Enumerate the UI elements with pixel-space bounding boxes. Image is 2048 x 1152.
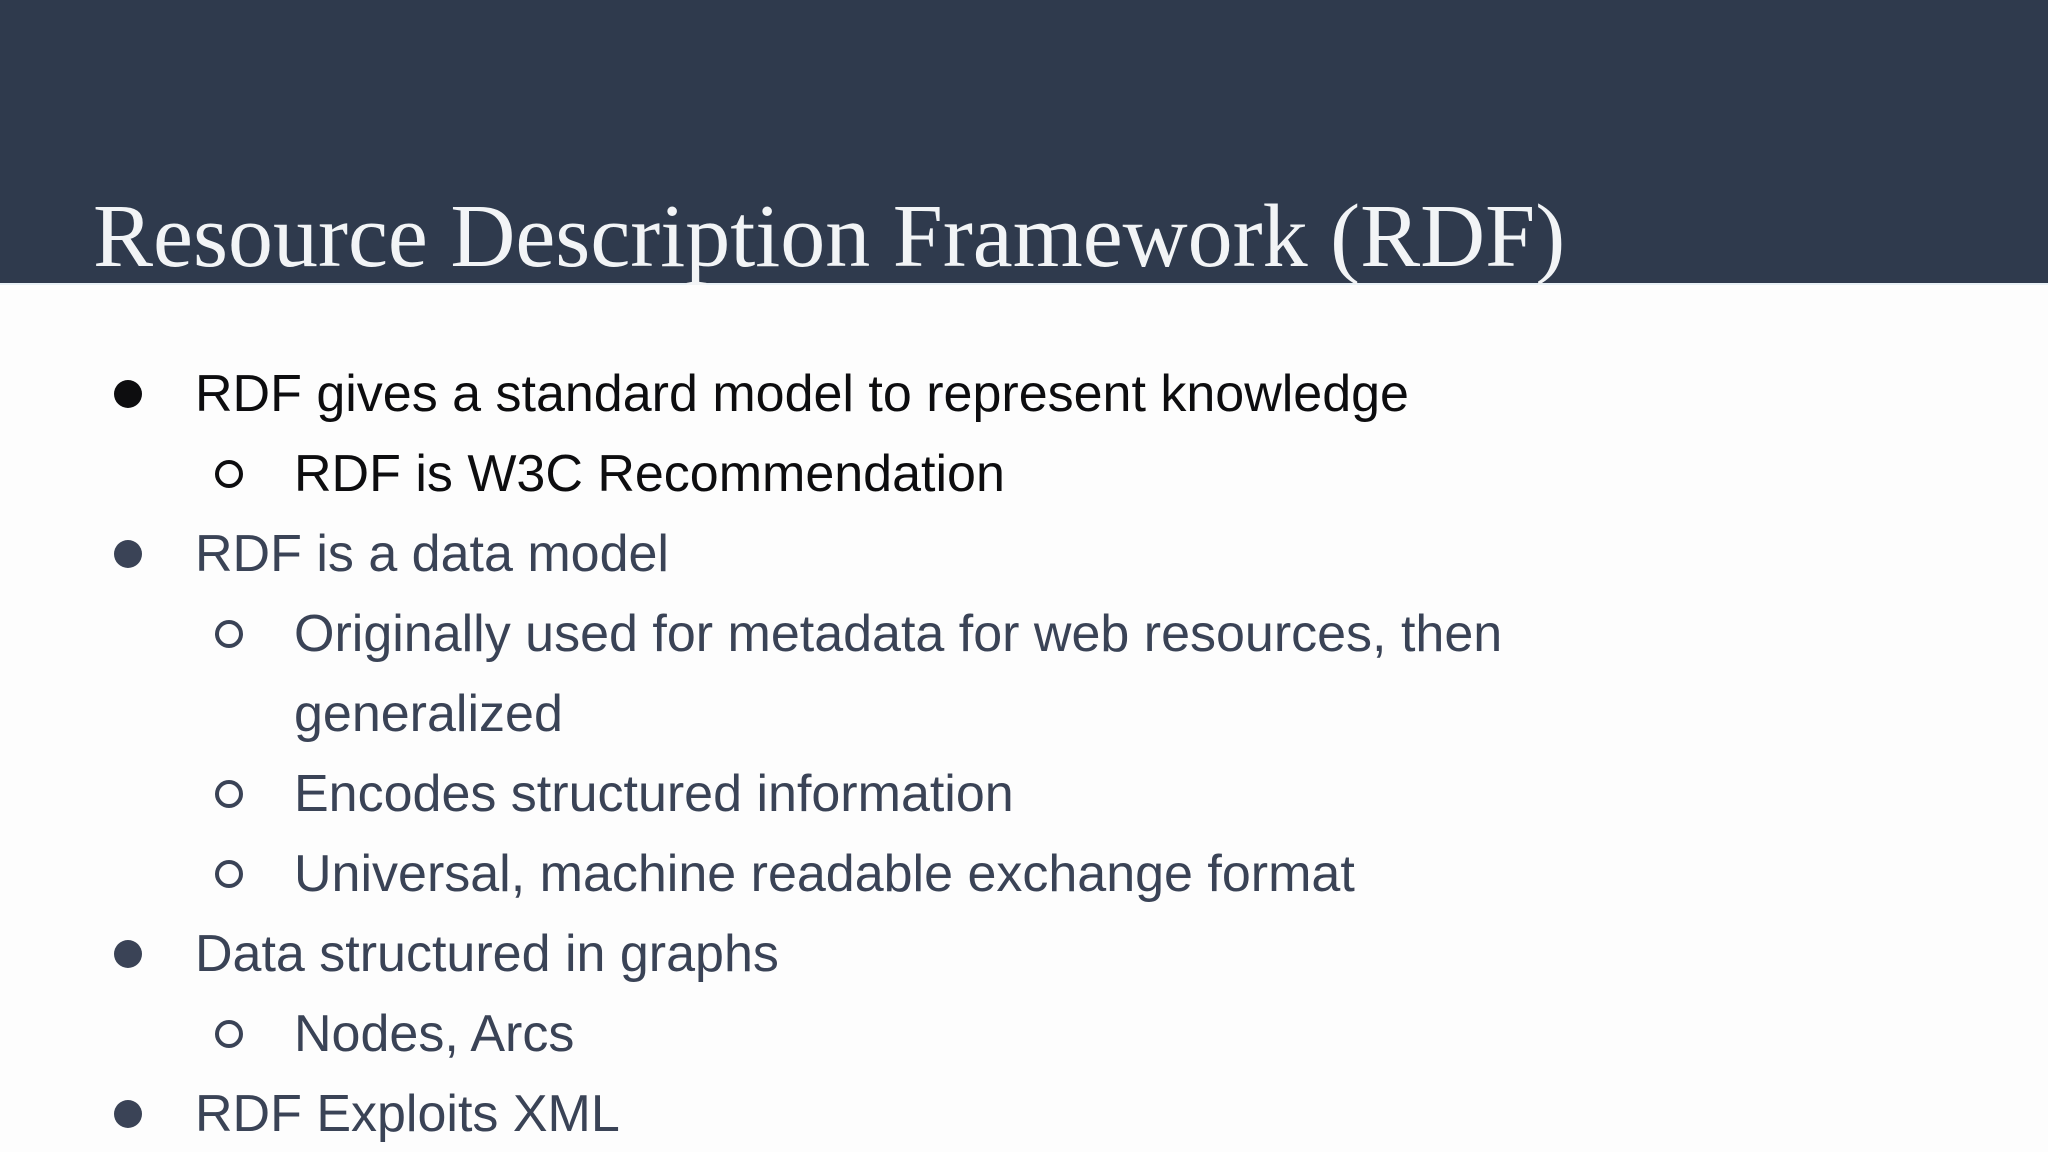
bullet-list: RDF gives a standard model to represent … (0, 354, 2048, 1152)
bullet-circle-icon (215, 1020, 243, 1048)
bullet-item: RDF Exploits XML (0, 1074, 2048, 1152)
bullet-text: Encodes structured information (294, 765, 1014, 823)
title-band: Resource Description Framework (RDF) (0, 0, 2048, 285)
bullet-text: Originally used for metadata for web res… (294, 605, 1503, 743)
bullet-text: Universal, machine readable exchange for… (294, 845, 1355, 903)
bullet-text: Data structured in graphs (195, 925, 779, 983)
bullet-text: RDF is a data model (195, 525, 669, 583)
bullet-circle-icon (215, 620, 243, 648)
slide-title: Resource Description Framework (RDF) (93, 187, 1566, 287)
bullet-text: Nodes, Arcs (294, 1005, 575, 1063)
bullet-item: Encodes structured information (0, 754, 2048, 834)
bullet-circle-icon (215, 460, 243, 488)
slide-body: RDF gives a standard model to represent … (0, 354, 2048, 1152)
bullet-circle-icon (215, 780, 243, 808)
bullet-text: RDF gives a standard model to represent … (195, 365, 1409, 423)
bullet-item: RDF is a data model (0, 514, 2048, 594)
bullet-dot-icon (114, 940, 142, 968)
bullet-item: Originally used for metadata for web res… (0, 594, 2048, 754)
bullet-item: Data structured in graphs (0, 914, 2048, 994)
bullet-dot-icon (114, 1100, 142, 1128)
bullet-item: Nodes, Arcs (0, 994, 2048, 1074)
bullet-item: RDF gives a standard model to represent … (0, 354, 2048, 434)
bullet-circle-icon (215, 860, 243, 888)
bullet-item: Universal, machine readable exchange for… (0, 834, 2048, 914)
bullet-text: RDF Exploits XML (195, 1085, 620, 1143)
bullet-text: RDF is W3C Recommendation (294, 445, 1005, 503)
bullet-dot-icon (114, 380, 142, 408)
bullet-dot-icon (114, 540, 142, 568)
bullet-item: RDF is W3C Recommendation (0, 434, 2048, 514)
